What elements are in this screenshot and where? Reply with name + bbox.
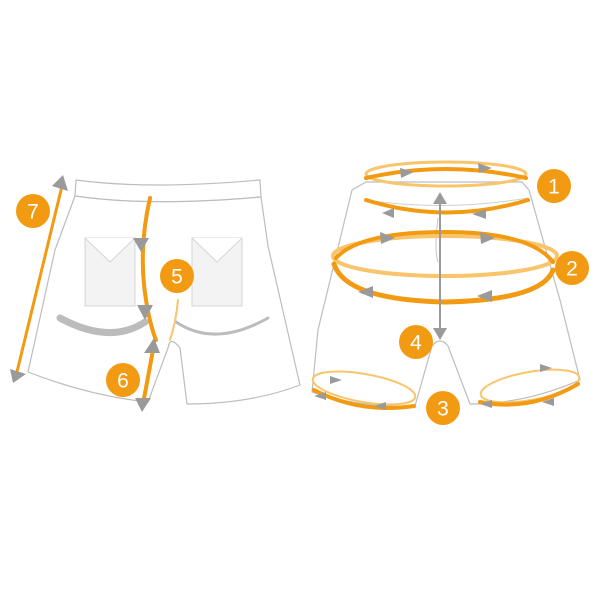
inseam-line xyxy=(141,348,155,406)
inseam-arrow-bottom xyxy=(135,398,151,412)
front-waistband-line xyxy=(365,197,529,207)
shorts-back-view xyxy=(10,175,301,412)
badge-4-label: 4 xyxy=(410,332,422,355)
badge-5: 5 xyxy=(160,259,194,293)
waist-arrow-3 xyxy=(382,208,394,218)
inseam-arrow-top xyxy=(144,338,160,353)
badge-1: 1 xyxy=(537,169,571,203)
leg-left-arrow-3 xyxy=(374,402,386,410)
waist-arrow-1 xyxy=(400,168,414,178)
back-rise-light xyxy=(169,299,179,341)
leg-opening-left-light xyxy=(311,370,417,406)
badge-1-label: 1 xyxy=(548,176,560,199)
hip-arrow-3 xyxy=(358,286,373,298)
leg-left-arrow-1 xyxy=(330,376,342,384)
leg-opening-right-light xyxy=(479,368,581,404)
front-drawstring xyxy=(435,217,439,263)
leg-left-arrow-2 xyxy=(314,392,326,400)
front-rise-arrow-top xyxy=(433,192,447,204)
waist-ring-light xyxy=(364,160,528,188)
hip-ring-light xyxy=(331,234,559,278)
waist-ring-front xyxy=(364,198,530,215)
waist-arrow-2 xyxy=(478,163,492,173)
badge-7: 7 xyxy=(16,194,50,228)
badge-3: 3 xyxy=(426,391,460,425)
length-arrow-top xyxy=(52,175,68,191)
seat-curve-left xyxy=(56,314,149,336)
hip-ring-front xyxy=(331,261,556,305)
back-rise-arrow-bottom xyxy=(137,305,153,320)
badge-4: 4 xyxy=(399,325,433,359)
leg-right-arrow-1 xyxy=(540,364,552,372)
badge-7-label: 7 xyxy=(27,201,39,224)
badge-6: 6 xyxy=(106,363,140,397)
badge-5-label: 5 xyxy=(171,266,183,289)
back-pocket-left-flap xyxy=(84,237,136,263)
length-line xyxy=(14,184,64,378)
back-rise-line xyxy=(140,196,158,342)
back-pocket-right-flap xyxy=(191,237,243,263)
hip-arrow-4 xyxy=(477,290,492,302)
length-arrow-bottom xyxy=(10,369,26,383)
hip-arrow-1 xyxy=(380,232,395,244)
back-body-outline xyxy=(27,195,301,405)
badge-2-label: 2 xyxy=(566,258,578,281)
seat-curve-right xyxy=(174,316,270,336)
hip-arrow-2 xyxy=(480,232,495,244)
leg-right-arrow-2 xyxy=(480,400,492,408)
shorts-front-view xyxy=(311,160,581,410)
waist-ring-back xyxy=(364,167,528,180)
badge-2: 2 xyxy=(555,251,589,285)
hip-ring-back xyxy=(334,229,555,264)
back-waistband xyxy=(74,179,262,203)
front-rise-arrow-bottom xyxy=(433,328,447,340)
back-rise-arrow-top xyxy=(133,238,149,252)
badge-3-label: 3 xyxy=(437,398,449,421)
badge-6-label: 6 xyxy=(117,370,129,393)
leg-right-arrow-3 xyxy=(542,398,554,406)
waist-arrow-4 xyxy=(472,209,486,219)
